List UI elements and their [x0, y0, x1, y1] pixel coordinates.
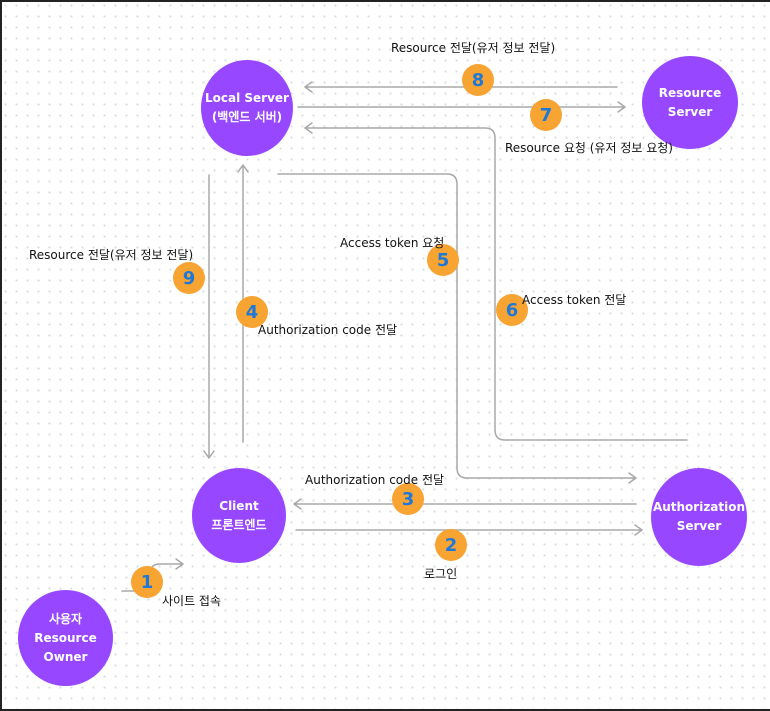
step-6-badge: 6	[496, 294, 528, 326]
step-3-badge: 3	[392, 483, 424, 515]
arrow-step-5	[277, 173, 637, 484]
resource-owner-line1: 사용자	[48, 611, 83, 626]
local-server-name: Local Server	[205, 91, 289, 105]
step-9-label: Resource 전달(유저 정보 전달)	[29, 248, 194, 262]
step-6-label: Access token 전달	[522, 293, 627, 307]
resource-owner-node: 사용자 Resource Owner	[18, 590, 113, 686]
client-name: Client	[219, 498, 259, 513]
arrow-step-8	[304, 81, 618, 93]
step-4-badge: 4	[236, 296, 268, 328]
step-5-badge: 5	[427, 244, 459, 276]
step-8-label: Resource 전달(유저 정보 전달)	[391, 41, 556, 55]
authorization-server-node: Authorization Server	[651, 468, 747, 566]
authorization-server-name-line1: Authorization	[652, 500, 746, 514]
arrow-step-6	[304, 122, 688, 441]
step-2-label: 로그인	[424, 567, 458, 581]
resource-server-node: Resource Server	[642, 56, 738, 149]
resource-owner-line2: Resource	[34, 630, 97, 645]
step-2-badge: 2	[435, 529, 467, 561]
step-4-label: Authorization code 전달	[258, 323, 398, 337]
local-server-node: Local Server (백엔드 서버)	[201, 60, 293, 156]
step-7-badge: 7	[530, 99, 562, 131]
arrow-step-9	[203, 174, 215, 459]
resource-owner-line3: Owner	[43, 649, 88, 664]
step-1-label: 사이트 접속	[162, 594, 222, 608]
step-3-label: Authorization code 전달	[305, 473, 445, 487]
step-5-label: Access token 요청	[340, 236, 445, 250]
step-9-badge: 9	[173, 262, 205, 294]
arrow-step-2	[295, 524, 643, 536]
step-8-badge: 8	[462, 64, 494, 96]
resource-server-name-line2: Server	[667, 104, 713, 119]
arrow-step-3	[293, 498, 637, 510]
step-7-label: Resource 요청 (유저 정보 요청)	[505, 141, 673, 155]
resource-server-name-line1: Resource	[658, 85, 722, 100]
authorization-server-name-line2: Server	[676, 519, 722, 533]
arrow-step-7	[297, 101, 626, 113]
client-node: Client 프론트엔드	[192, 468, 286, 563]
local-server-subtitle: (백엔드 서버)	[211, 110, 283, 124]
step-1-badge: 1	[131, 566, 163, 598]
client-subtitle: 프론트엔드	[211, 517, 267, 532]
